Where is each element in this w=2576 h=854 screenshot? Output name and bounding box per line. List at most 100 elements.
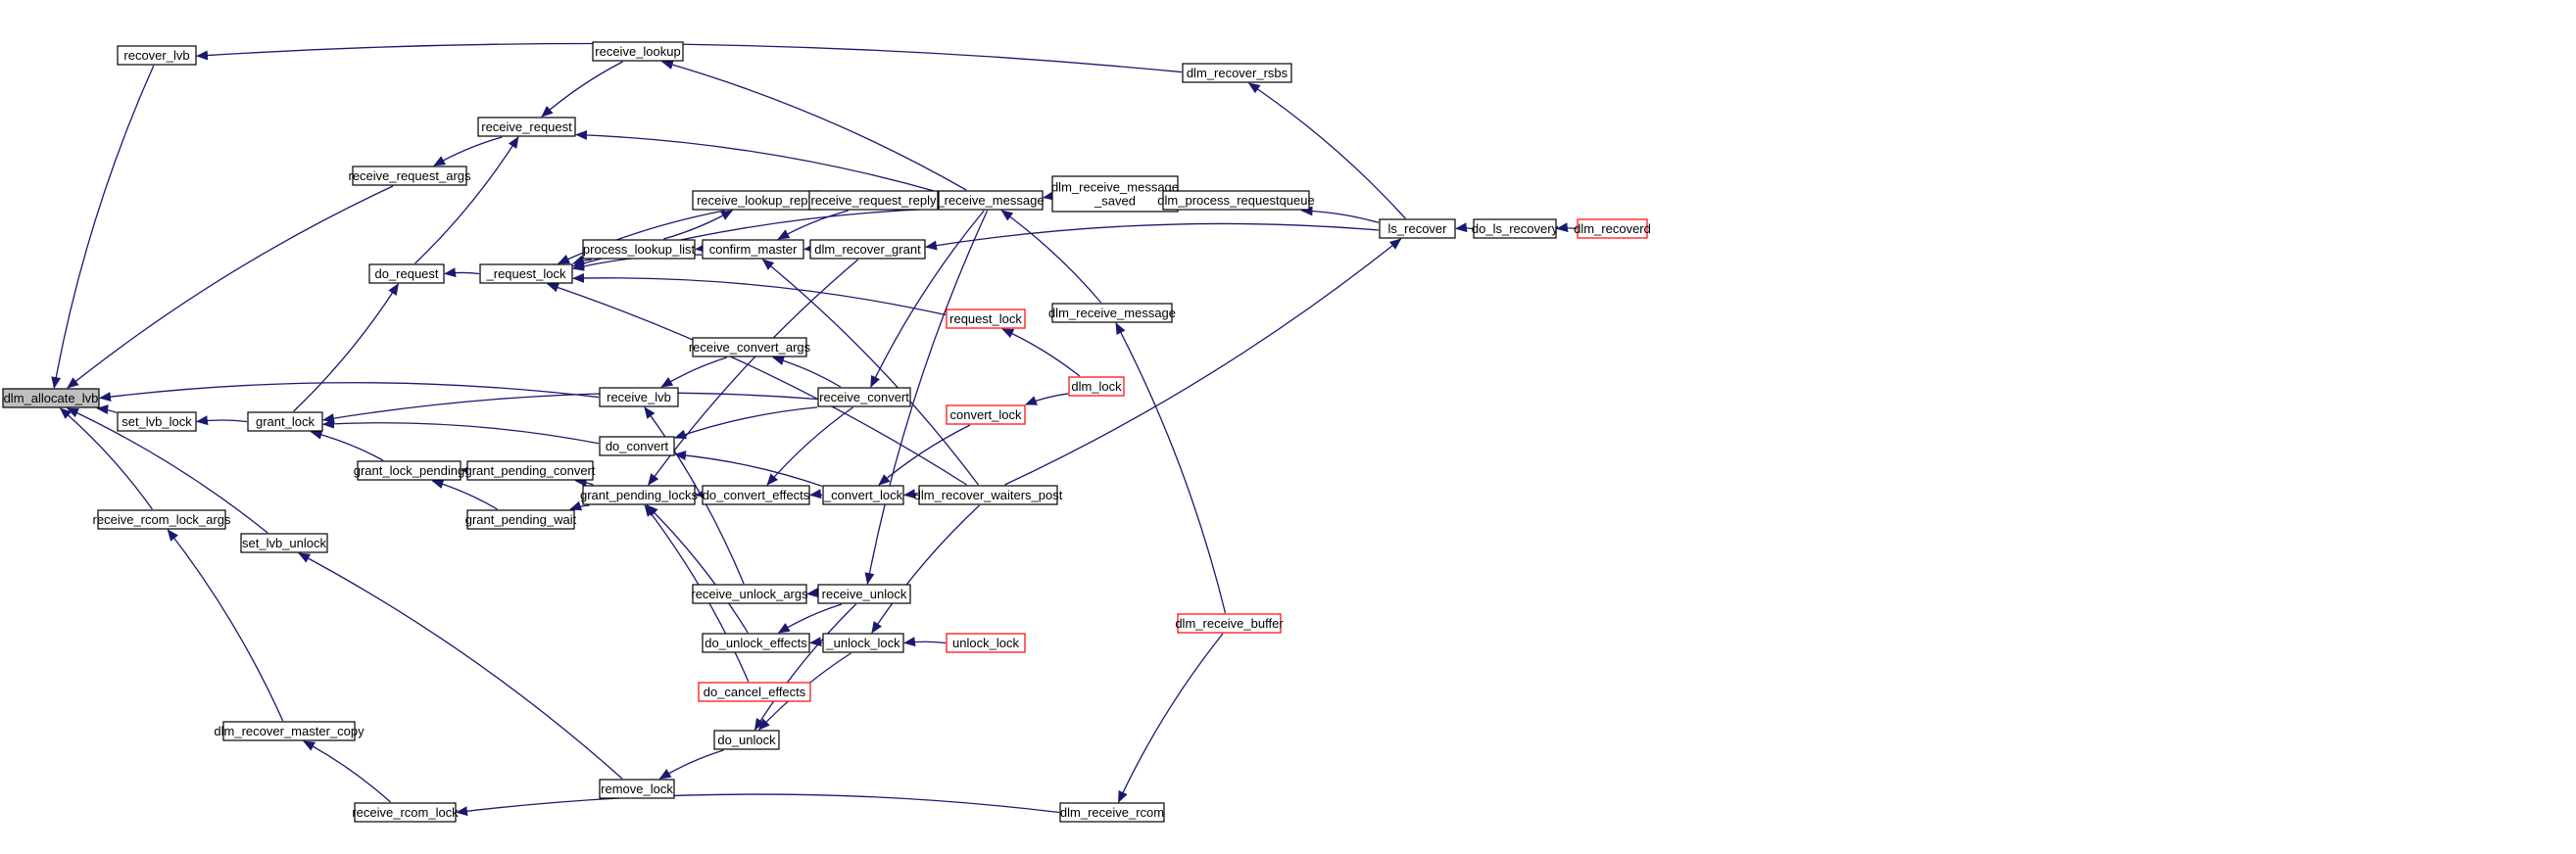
node-dlm-recover-grant[interactable]: dlm_recover_grant	[809, 239, 926, 260]
node-set-lvb-lock[interactable]: set_lvb_lock	[117, 411, 197, 432]
node-do-convert[interactable]: do_convert	[599, 436, 675, 456]
node-receive-convert[interactable]: receive_convert	[817, 387, 911, 407]
node-do-cancel-effects[interactable]: do_cancel_effects	[698, 682, 811, 702]
node-dlm-allocate-lvb[interactable]: dlm_allocate_lvb	[2, 388, 100, 408]
node-label: dlm_receive_buffer	[1175, 616, 1284, 631]
node-remove-lock[interactable]: remove_lock	[599, 779, 675, 799]
node-label: grant_lock	[256, 414, 315, 429]
node-request-lock[interactable]: request_lock	[946, 308, 1026, 329]
node-label: grant_pending_wait	[465, 512, 577, 527]
node-box	[582, 485, 696, 505]
edges-layer	[51, 42, 1578, 817]
node-receive-unlock[interactable]: receive_unlock	[817, 584, 911, 604]
node-receive-unlock-args[interactable]: receive_unlock_args	[691, 584, 808, 604]
node-box	[1577, 218, 1648, 239]
edge--convert-lock-to-do-convert	[674, 450, 823, 488]
node-receive-lookup-reply[interactable]: receive_lookup_reply	[692, 190, 822, 211]
edge-receive-convert-to-grant-lock	[322, 392, 818, 424]
node-receive-convert-args[interactable]: receive_convert_args	[689, 337, 811, 357]
node-receive-lookup[interactable]: receive_lookup	[592, 41, 684, 62]
node-label: _unlock_lock	[825, 636, 900, 650]
node-label: _receive_message	[936, 193, 1044, 208]
edge-receive-request-to-receive-request-args	[433, 136, 503, 166]
node-label: ls_recover	[1388, 221, 1448, 236]
node-recover-lvb[interactable]: recover_lvb	[117, 45, 197, 66]
node-dlm-receive-message[interactable]: dlm_receive_message	[1048, 303, 1176, 323]
node-dlm-lock[interactable]: dlm_lock	[1068, 376, 1125, 397]
edge--request-lock-to-do-request	[444, 267, 480, 278]
node-box	[692, 584, 807, 604]
node-do-unlock[interactable]: do_unlock	[713, 730, 780, 750]
node--unlock-lock[interactable]: _unlock_lock	[822, 633, 904, 653]
edge-grant-lock-to-do-request	[293, 283, 399, 412]
edge-dlm-receive-rcom-to-receive-rcom-lock	[456, 793, 1060, 817]
node-box	[1162, 190, 1310, 211]
edge-receive-request-reply-to-confirm-master	[777, 210, 849, 240]
node-label: receive_lookup	[595, 44, 680, 59]
node-receive-rcom-lock[interactable]: receive_rcom_lock	[352, 802, 459, 823]
node-label: dlm_recover_grant	[814, 242, 921, 257]
node-do-request[interactable]: do_request	[368, 263, 445, 284]
node-receive-request-reply[interactable]: receive_request_reply	[808, 190, 939, 211]
node-receive-rcom-lock-args[interactable]: receive_rcom_lock_args	[93, 509, 231, 530]
edge-grant-lock-to-set-lvb-lock	[196, 415, 248, 426]
node-dlm-recover-rsbs[interactable]: dlm_recover_rsbs	[1182, 63, 1292, 83]
node-box	[582, 239, 696, 260]
edge-convert-lock-to--convert-lock	[878, 424, 971, 486]
node-box	[822, 633, 904, 653]
node-dlm-recover-master-copy[interactable]: dlm_recover_master_copy	[214, 721, 365, 741]
edge-receive-lookup-to-receive-request	[541, 61, 623, 118]
node-label: do_convert_effects	[703, 488, 810, 502]
node-grant-pending-convert[interactable]: grant_pending_convert	[465, 460, 596, 481]
node-receive-lvb[interactable]: receive_lvb	[599, 387, 679, 407]
node-label: do_convert	[606, 439, 669, 453]
edge-do-unlock-effects-to-grant-pending-locks	[646, 504, 749, 634]
node-ls-recover[interactable]: ls_recover	[1379, 218, 1456, 239]
node-dlm-receive-message-saved[interactable]: dlm_receive_message_saved	[1051, 175, 1179, 213]
node-box	[2, 388, 100, 408]
node-unlock-lock[interactable]: unlock_lock	[946, 633, 1026, 653]
edge-ls-recover-to-dlm-process-requestqueue	[1300, 206, 1380, 223]
node-grant-pending-locks[interactable]: grant_pending_locks	[580, 485, 698, 505]
node-dlm-receive-buffer[interactable]: dlm_receive_buffer	[1175, 613, 1284, 634]
node-box	[946, 404, 1026, 425]
edge--receive-message-to-receive-unlock	[864, 210, 989, 585]
edge-dlm-recoverd-to-do-ls-recovery	[1556, 222, 1578, 233]
node--convert-lock[interactable]: _convert_lock	[822, 485, 904, 505]
node-label: remove_lock	[601, 782, 673, 796]
node-box	[466, 509, 575, 530]
node-receive-request[interactable]: receive_request	[477, 117, 576, 137]
node-process-lookup-list[interactable]: process_lookup_list	[582, 239, 696, 260]
edge-grant-pending-locks-to-grant-pending-wait	[569, 500, 590, 511]
node-label: dlm_receive_message	[1051, 180, 1179, 195]
edge--receive-message-to-receive-request	[575, 129, 939, 193]
node-box	[599, 779, 675, 799]
node-box	[247, 411, 323, 432]
node-label: _saved	[1094, 194, 1136, 209]
node-set-lvb-unlock[interactable]: set_lvb_unlock	[240, 533, 328, 553]
edge-set-lvb-lock-to-dlm-allocate-lvb	[96, 404, 118, 415]
node-receive-request-args[interactable]: receive_request_args	[348, 166, 471, 186]
node-grant-lock-pending[interactable]: grant_lock_pending	[354, 460, 464, 481]
node-convert-lock[interactable]: convert_lock	[946, 404, 1026, 425]
node--receive-message[interactable]: _receive_message	[936, 190, 1045, 211]
node-dlm-process-requestqueue[interactable]: dlm_process_requestqueue	[1157, 190, 1315, 211]
node--request-lock[interactable]: _request_lock	[479, 263, 573, 284]
node-dlm-receive-rcom[interactable]: dlm_receive_rcom	[1059, 802, 1165, 823]
node-box	[592, 41, 684, 62]
node-do-ls-recovery[interactable]: do_ls_recovery	[1472, 218, 1559, 239]
node-do-convert-effects[interactable]: do_convert_effects	[702, 485, 810, 505]
node-dlm-recoverd[interactable]: dlm_recoverd	[1574, 218, 1651, 239]
edge-set-lvb-unlock-to-dlm-allocate-lvb	[66, 407, 268, 534]
node-do-unlock-effects[interactable]: do_unlock_effects	[702, 633, 810, 653]
edge-receive-convert-args-to-receive-lvb	[660, 356, 727, 388]
node-grant-pending-wait[interactable]: grant_pending_wait	[465, 509, 577, 530]
node-label: _convert_lock	[823, 488, 903, 502]
node-box	[1473, 218, 1557, 239]
node-box	[713, 730, 780, 750]
edge-receive-request-args-to-dlm-allocate-lvb	[67, 185, 394, 389]
node-grant-lock[interactable]: grant_lock	[247, 411, 323, 432]
node-dlm-recover-waiters-post[interactable]: dlm_recover_waiters_post	[914, 485, 1063, 505]
node-confirm-master[interactable]: confirm_master	[702, 239, 804, 260]
nodes-layer: dlm_allocate_lvb recover_lvb receive_reque…	[2, 41, 1651, 823]
